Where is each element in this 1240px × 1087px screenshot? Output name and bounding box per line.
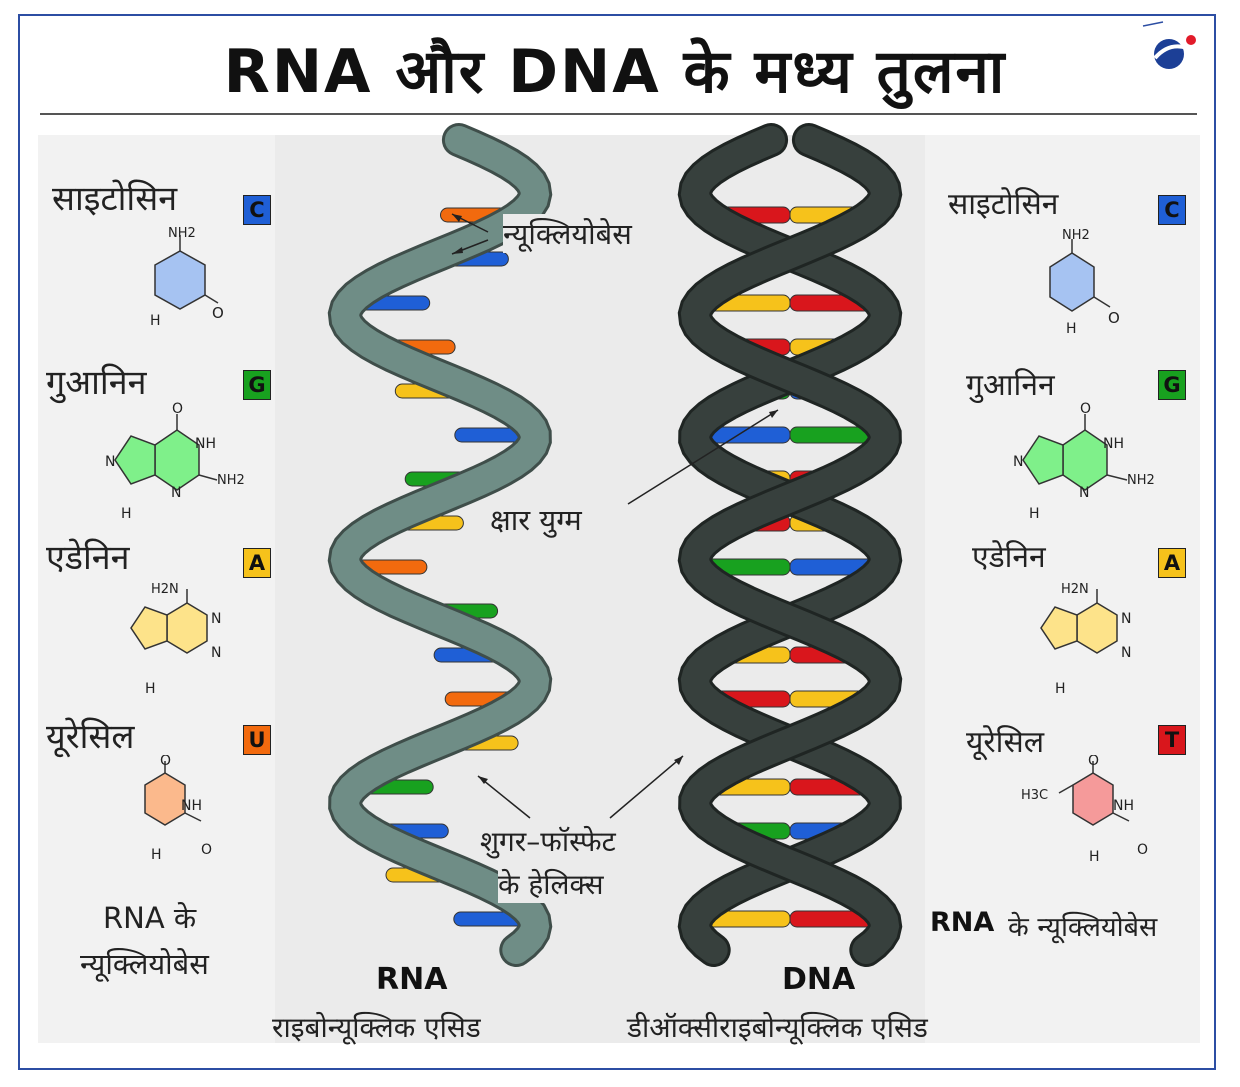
- right-base-label-adenine: एडेनिन: [972, 540, 1046, 575]
- gua-n-label: N: [105, 454, 115, 470]
- dna-backbone-b: [680, 126, 900, 964]
- ade-h2n-label: H2N: [151, 582, 179, 597]
- ura-nh-label: NH: [181, 798, 202, 814]
- adenine-molecule-left: H2N N N H: [130, 582, 221, 697]
- left-base-label-uracil: यूरेसिल: [46, 717, 135, 757]
- cyt-h-label: H: [150, 313, 161, 329]
- gua-r-o-label: O: [1080, 401, 1091, 417]
- helix-arrowhead-dna: [674, 756, 683, 765]
- right-footer-rest: के न्यूक्लियोबेस: [1008, 912, 1158, 943]
- cyt-r-o-label: O: [1108, 309, 1120, 327]
- left-base-label-adenine: एडेनिन: [46, 538, 130, 578]
- base-pair-arrow: [627, 409, 779, 505]
- nucleobase-arrowhead-2: [452, 247, 463, 254]
- left-badge-g: G: [243, 370, 271, 400]
- base-pair-annotation: क्षार युग्म: [490, 500, 582, 539]
- gua-h-label: H: [121, 506, 132, 522]
- rna-backbone: [330, 126, 550, 964]
- rna-helix: [327, 123, 553, 967]
- uracil-molecule-left: O NH O H: [144, 755, 212, 863]
- left-base-label-guanine: गुआनिन: [46, 363, 147, 403]
- gua-o-label: O: [172, 401, 183, 417]
- right-badge-t: T: [1158, 725, 1186, 755]
- gua-nh-label: NH: [195, 436, 216, 452]
- ura-h-label: H: [151, 847, 162, 863]
- cyt-r-h-label: H: [1066, 321, 1077, 335]
- right-badge-a: A: [1158, 548, 1186, 578]
- dna-backbone-a: [680, 126, 900, 964]
- right-footer-bold: RNA: [930, 907, 995, 938]
- rna-caption-full: राइबोन्यूक्लिक एसिड: [272, 1011, 481, 1044]
- helix-arrowhead-rna: [478, 776, 488, 784]
- right-badge-c: C: [1158, 195, 1186, 225]
- dna-helix: [677, 123, 903, 967]
- guanine-molecule-left: O NH NH2 N N H: [105, 401, 245, 522]
- right-badge-g: G: [1158, 370, 1186, 400]
- nucleobase-annotation: न्यूक्लियोबेस: [503, 214, 632, 253]
- helix-annotation-line2: के हेलिक्स: [498, 865, 604, 903]
- dna-caption-title: DNA: [782, 962, 856, 997]
- dna-caption-full: डीऑक्सीराइबोन्यूक्लिक एसिड: [627, 1011, 928, 1044]
- helix-arrow-rna: [477, 775, 531, 819]
- cyt-r-nh2-label: NH2: [1062, 228, 1090, 243]
- left-base-label-cytosine: साइटोसिन: [52, 179, 178, 219]
- thy-nh-label: NH: [1113, 798, 1134, 814]
- annotation-arrows: [451, 213, 779, 819]
- thymine-molecule-right: O H3C NH O H: [1021, 755, 1148, 865]
- left-footer-line2: न्यूक्लियोबेस: [80, 947, 209, 981]
- ade-n2-label: N: [211, 645, 221, 661]
- right-base-label-guanine: गुआनिन: [966, 368, 1055, 403]
- ura-o2-label: O: [201, 842, 212, 858]
- title-divider: [40, 113, 1197, 115]
- gua-r-nh2-label: NH2: [1127, 473, 1155, 488]
- thy-o-label: O: [1088, 755, 1099, 769]
- thy-h3c-label: H3C: [1021, 788, 1048, 803]
- ade-n-label: N: [211, 611, 221, 627]
- cytosine-molecule-right: NH2 O H: [1049, 228, 1120, 335]
- gua-nh2-label: NH2: [217, 473, 245, 488]
- brand-logo-icon: [1142, 21, 1196, 69]
- ade-h-label: H: [145, 681, 156, 697]
- ade-r-h-label: H: [1055, 681, 1066, 697]
- left-badge-c: C: [243, 195, 271, 225]
- left-badge-a: A: [243, 548, 271, 578]
- right-base-label-thymine: यूरेसिल: [966, 725, 1045, 760]
- rna-caption-title: RNA: [376, 962, 448, 997]
- right-base-label-cytosine: साइटोसिन: [948, 187, 1059, 222]
- ura-o-label: O: [160, 755, 171, 769]
- gua-r-n2-label: N: [1079, 485, 1089, 501]
- helix-arrow-dna: [609, 755, 684, 819]
- adenine-molecule-right: H2N N N H: [1040, 582, 1131, 697]
- cytosine-molecule-left: NH2 O H: [150, 226, 224, 329]
- helix-annotation-line1: शुगर–फॉस्फेट: [480, 822, 616, 860]
- gua-r-h-label: H: [1029, 506, 1040, 522]
- thy-h-label: H: [1089, 849, 1100, 865]
- cyt-o-label: O: [212, 304, 224, 322]
- ade-r-n2-label: N: [1121, 645, 1131, 661]
- gua-n2-label: N: [171, 485, 181, 501]
- page-title: RNA और DNA के मध्य तुलना: [223, 37, 1007, 107]
- base-pair-arrowhead: [769, 410, 778, 418]
- left-badge-u: U: [243, 725, 271, 755]
- left-footer-line1: RNA के: [103, 901, 197, 935]
- gua-r-n-label: N: [1013, 454, 1023, 470]
- thy-o2-label: O: [1137, 842, 1148, 858]
- gua-r-nh-label: NH: [1103, 436, 1124, 452]
- nucleobase-arrowhead-1: [452, 214, 462, 222]
- guanine-molecule-right: O NH NH2 N N H: [1013, 401, 1155, 522]
- ade-r-n-label: N: [1121, 611, 1131, 627]
- ade-r-h2n-label: H2N: [1061, 582, 1089, 597]
- cyt-nh2-label: NH2: [168, 226, 196, 241]
